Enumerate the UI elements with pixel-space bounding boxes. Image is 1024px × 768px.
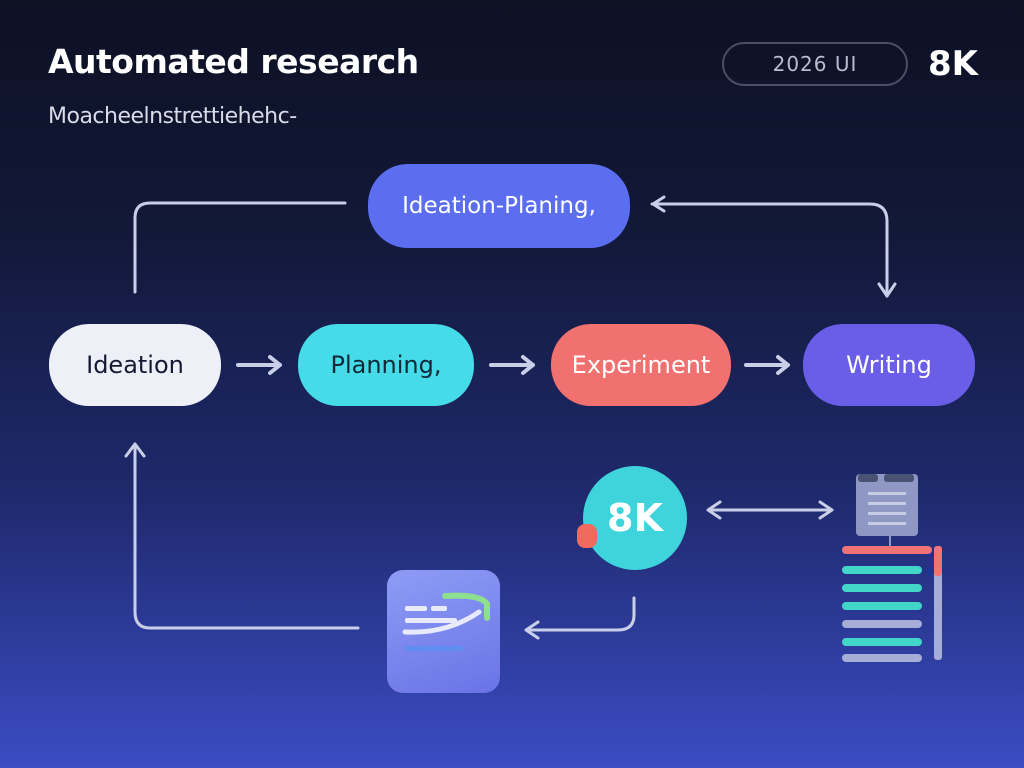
- data-list-icon: [842, 536, 942, 662]
- page-subtitle: Moacheelnstrettiehehc-: [48, 104, 297, 129]
- arrow-experiment-writing: [744, 355, 790, 375]
- return-arrow-doc: [524, 596, 636, 640]
- arrowhead-bottom-left-up: [124, 442, 146, 458]
- loop-line-top-left: [133, 201, 347, 294]
- node-ideation[interactable]: Ideation: [49, 324, 221, 406]
- badge-8k-circle: 8K: [583, 466, 687, 570]
- server-graphic: [858, 474, 914, 525]
- arrowhead-top-right-left: [651, 195, 666, 213]
- node-planning[interactable]: Planning,: [298, 324, 474, 406]
- server-icon: [856, 474, 918, 536]
- node-experiment[interactable]: Experiment: [551, 324, 731, 406]
- document-card-graphic: [402, 592, 490, 651]
- arrow-ideation-planning: [236, 355, 282, 375]
- arrowhead-top-right-down: [877, 282, 897, 298]
- version-badge: 2026 UI: [722, 42, 908, 86]
- circle-accent-dot: [577, 524, 597, 548]
- node-writing[interactable]: Writing: [803, 324, 975, 406]
- document-card-icon: [387, 570, 500, 693]
- resolution-label: 8K: [928, 44, 979, 84]
- loop-line-top-right: [650, 202, 889, 298]
- loop-line-bottom-left: [133, 443, 360, 630]
- arrow-planning-experiment: [489, 355, 535, 375]
- double-arrow-8k-server: [706, 500, 834, 520]
- node-ideation-planning[interactable]: Ideation-Planing,: [368, 164, 630, 248]
- page-title: Automated research: [48, 42, 419, 81]
